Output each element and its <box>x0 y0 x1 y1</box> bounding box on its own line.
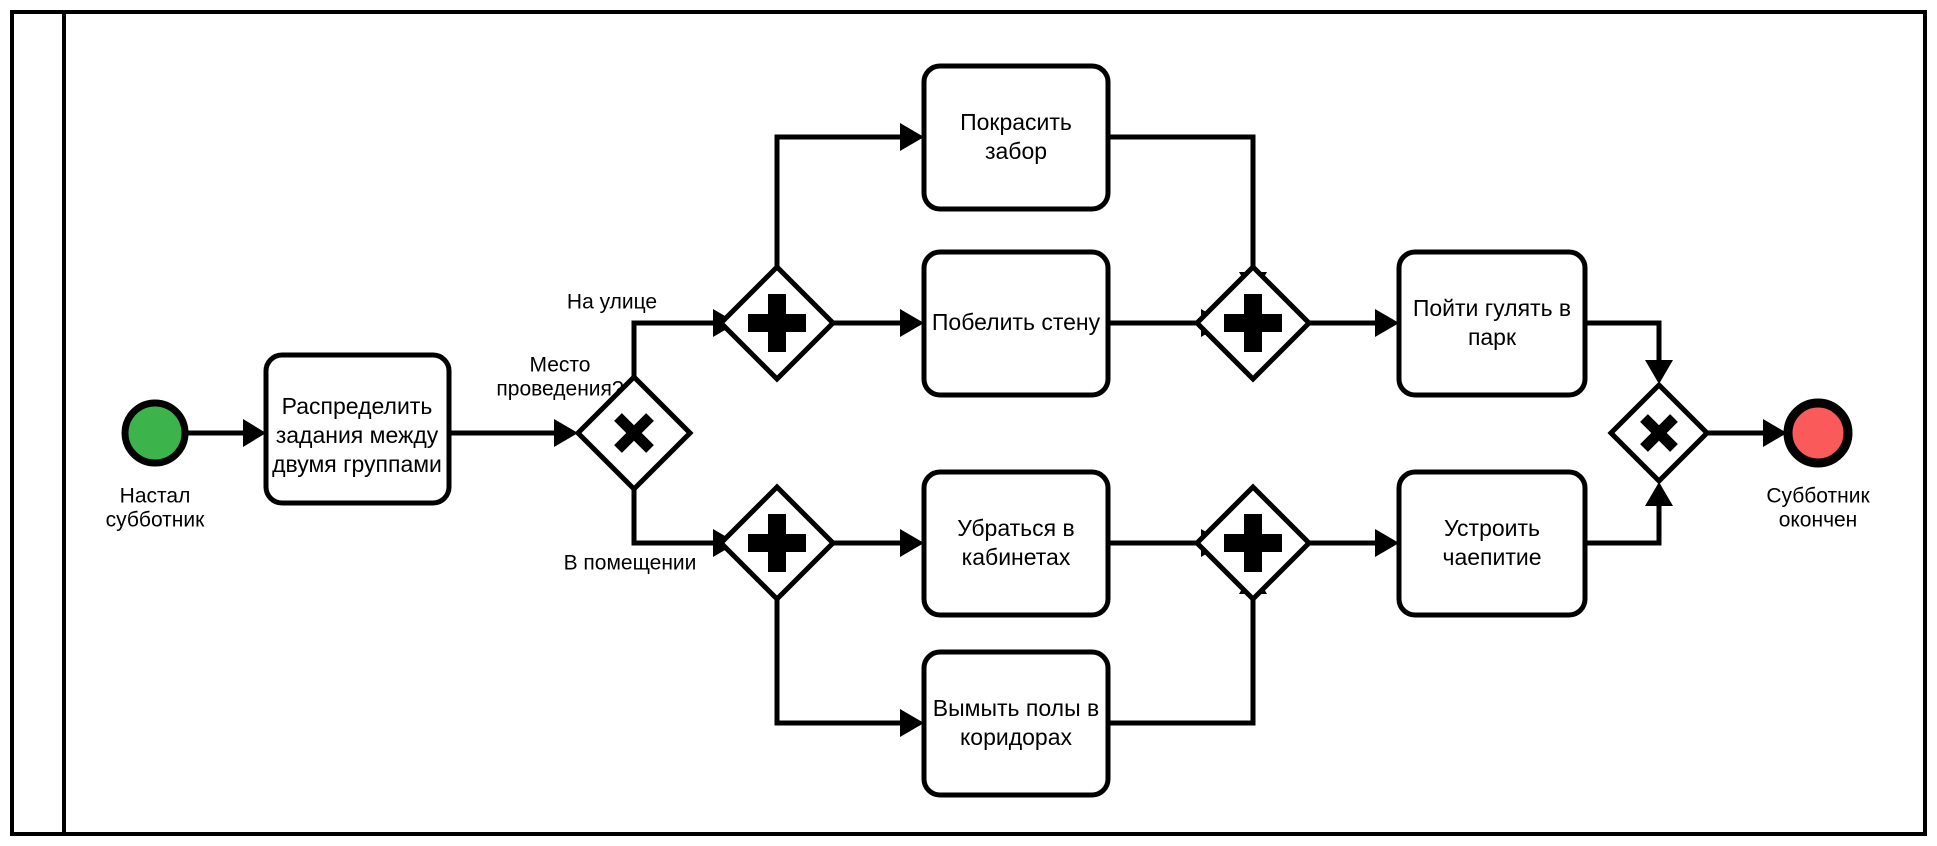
gateway-outdoor-split-plus-icon <box>748 294 806 352</box>
gateway-indoor-split-plus-icon <box>748 514 806 572</box>
gateway-place-exclusive[interactable]: Место проведения? <box>496 354 694 493</box>
gateway-place-label-line1: Место <box>530 354 591 377</box>
start-event-circle[interactable] <box>121 399 189 467</box>
gateway-merge-end-x-icon <box>1640 414 1678 452</box>
gateway-outdoor-join-plus-icon <box>1224 294 1282 352</box>
task-wash-floors[interactable]: Вымыть полы в коридорах <box>921 649 1111 798</box>
task-distribute-assignments-line3: двумя группами <box>272 451 442 477</box>
flow-label-outdoor: На улице <box>567 291 657 314</box>
task-walk-park-box[interactable] <box>1396 249 1588 398</box>
task-paint-fence-box[interactable] <box>921 63 1111 212</box>
start-event-label-line2: субботник <box>106 509 205 532</box>
gateway-outdoor-join-parallel[interactable] <box>1193 263 1313 383</box>
end-event-label-line1: Субботник <box>1766 485 1870 508</box>
task-tea-party-line2: чаепитие <box>1442 544 1541 570</box>
end-event-circle[interactable] <box>1783 398 1853 468</box>
task-whitewash-wall[interactable]: Побелить стену <box>921 249 1111 398</box>
task-paint-fence[interactable]: Покрасить забор <box>921 63 1111 212</box>
task-clean-offices-line2: кабинетах <box>962 544 1071 570</box>
task-whitewash-wall-line1: Побелить стену <box>932 309 1101 335</box>
gateway-place-label-line2: проведения? <box>496 378 623 401</box>
task-tea-party-line1: Устроить <box>1444 515 1540 541</box>
gateway-indoor-join-parallel[interactable] <box>1193 483 1313 603</box>
flow-indoor-split-to-wash-floors <box>774 570 924 737</box>
task-distribute-assignments-line2: задания между <box>276 422 439 448</box>
task-tea-party-box[interactable] <box>1396 469 1588 618</box>
task-clean-offices-box[interactable] <box>921 469 1111 618</box>
gateway-merge-end-exclusive[interactable] <box>1607 381 1711 485</box>
gateway-outdoor-split-parallel[interactable] <box>717 263 837 383</box>
task-clean-offices[interactable]: Убраться в кабинетах <box>921 469 1111 618</box>
flow-outdoor-split-to-paint-fence <box>774 123 924 296</box>
end-event[interactable]: Субботник окончен <box>1766 398 1870 532</box>
task-tea-party[interactable]: Устроить чаепитие <box>1396 469 1588 618</box>
task-distribute-assignments-line1: Распределить <box>282 393 433 419</box>
start-event[interactable]: Настал субботник <box>106 399 205 532</box>
task-paint-fence-line1: Покрасить <box>960 109 1072 135</box>
flow-distribute-to-place-gateway <box>449 419 578 447</box>
task-distribute-assignments-box[interactable] <box>263 352 452 506</box>
flow-label-indoor: В помещении <box>564 552 697 575</box>
gateway-indoor-split-parallel[interactable] <box>717 483 837 603</box>
gateway-place-x-icon <box>614 413 654 453</box>
start-event-label-line1: Настал <box>120 485 191 508</box>
flow-walk-park-to-merge <box>1585 320 1673 384</box>
task-whitewash-wall-box[interactable] <box>921 249 1111 398</box>
flow-tea-party-to-merge <box>1585 482 1673 546</box>
end-event-label-line2: окончен <box>1779 509 1858 532</box>
task-paint-fence-line2: забор <box>985 138 1047 164</box>
task-walk-park-line2: парк <box>1468 324 1517 350</box>
task-clean-offices-line1: Убраться в <box>957 515 1074 541</box>
gateway-indoor-join-plus-icon <box>1224 514 1282 572</box>
task-walk-park[interactable]: Пойти гулять в парк <box>1396 249 1588 398</box>
task-wash-floors-box[interactable] <box>921 649 1111 798</box>
flow-merge-to-end-event <box>1701 419 1787 447</box>
task-distribute-assignments[interactable]: Распределить задания между двумя группам… <box>263 352 452 506</box>
task-wash-floors-line2: коридорах <box>960 724 1073 750</box>
task-wash-floors-line1: Вымыть полы в <box>933 695 1099 721</box>
task-walk-park-line1: Пойти гулять в <box>1413 295 1571 321</box>
